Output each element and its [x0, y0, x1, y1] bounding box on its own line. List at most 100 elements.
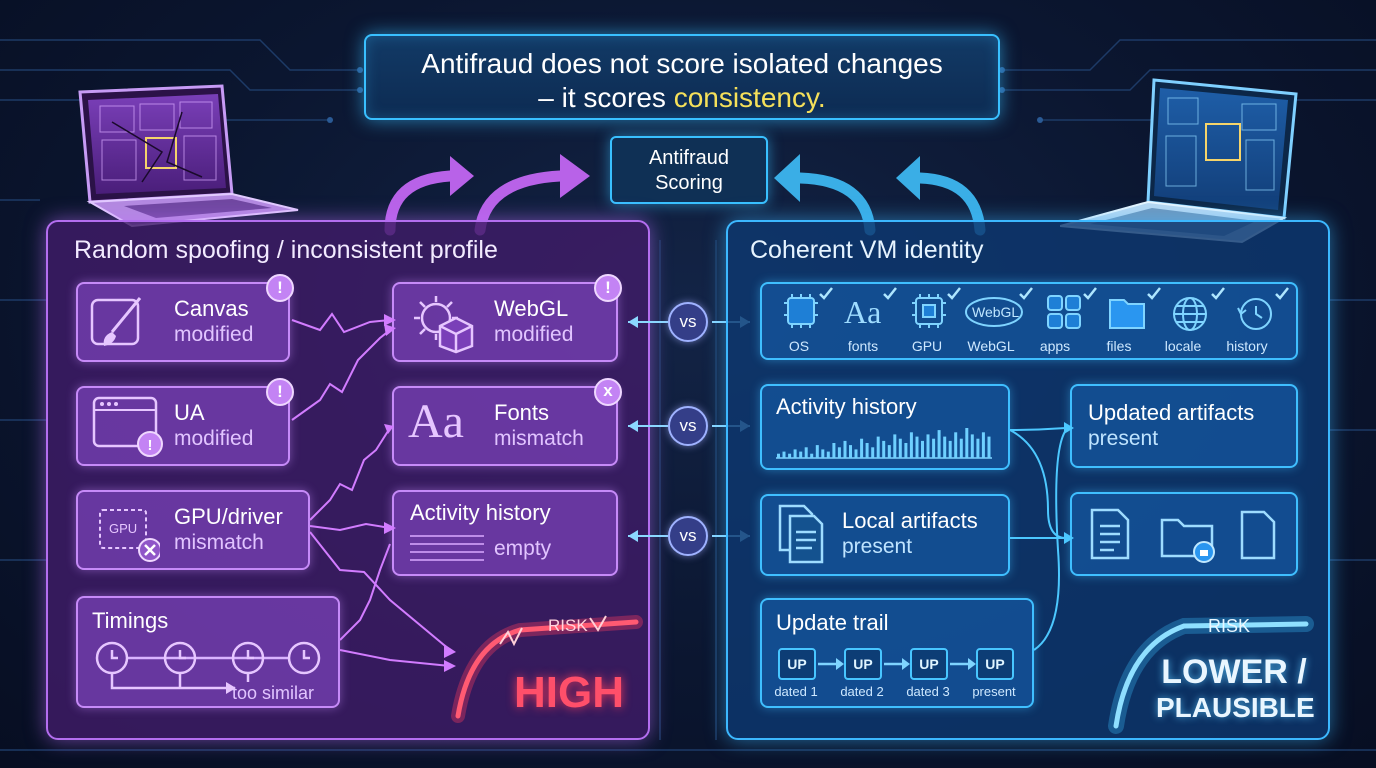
local-artifacts-title: Local artifacts [842, 508, 978, 533]
activity-bar [909, 432, 913, 458]
activity-bar [837, 447, 841, 458]
fonts-glyph-icon: Aa [408, 395, 464, 448]
activity-bar [777, 453, 780, 458]
timings-note: too similar [232, 683, 315, 703]
identity-icons-row [784, 287, 1289, 331]
activity-bar [826, 451, 830, 458]
right-risk-value: LOWER / PLAUSIBLE [1156, 654, 1315, 726]
icon-label-apps: apps [1039, 338, 1071, 354]
activity-bar [893, 434, 897, 458]
fonts-glyph-right-icon: Aa [844, 294, 882, 330]
identity-icons-strip [760, 282, 1298, 360]
artifact-files-icon [1090, 508, 1276, 563]
canvas-warning-icon: ! [266, 274, 294, 302]
activity-bar [788, 453, 792, 458]
activity-bar [849, 445, 852, 458]
activity-bar [904, 443, 908, 458]
activity-bar [987, 436, 991, 458]
right-risk-line-2: PLAUSIBLE [1156, 692, 1315, 723]
empty-chart-icon [410, 535, 484, 561]
gpu-chip-icon: GPU [90, 500, 160, 562]
activity-bar [954, 432, 958, 458]
headline-line-2: – it scores consistency. [366, 81, 998, 115]
headline-box: Antifraud does not score isolated change… [364, 34, 1000, 120]
update-trail-label-4: present [972, 684, 1016, 699]
ua-card [76, 386, 290, 466]
icon-label-gpu: GPU [911, 338, 943, 354]
activity-bar [865, 443, 869, 458]
update-badge-2-icon: UP [844, 648, 882, 680]
activity-bar [948, 440, 952, 458]
activity-bar [854, 449, 858, 458]
webgl-card [392, 282, 618, 362]
icon-label-os: OS [788, 338, 810, 354]
left-connectors [291, 312, 456, 672]
activity-bar [821, 449, 825, 458]
activity-bar [876, 436, 880, 458]
right-connectors [1009, 422, 1074, 651]
canvas-status: modified [174, 323, 254, 346]
fonts-card [392, 386, 618, 466]
activity-bar [860, 438, 864, 458]
right-activity-title: Activity history [776, 394, 917, 419]
timings-clocks-icon [95, 641, 321, 694]
webgl-status: modified [494, 323, 574, 346]
canvas-card [76, 282, 290, 362]
update-trail-label-1: dated 1 [774, 684, 818, 699]
activity-bar [932, 438, 936, 458]
lower-risk-gauge-icon [1108, 616, 1314, 734]
activity-bar [804, 447, 808, 458]
left-activity-status: empty [494, 537, 552, 560]
update-trail-title: Update trail [776, 610, 889, 635]
vs-badge-webgl: vs [668, 302, 708, 342]
activity-bar [926, 434, 930, 458]
activity-bar [815, 445, 819, 458]
vs-badge-fonts: vs [668, 406, 708, 446]
activity-bar [832, 443, 836, 458]
timings-title: Timings [92, 608, 169, 633]
scoring-line-1: Antifraud [648, 147, 730, 169]
webgl-warning-icon: ! [594, 274, 622, 302]
activity-bar [981, 432, 985, 458]
updated-artifacts-title: Updated artifacts [1088, 400, 1255, 425]
activity-bar [959, 438, 963, 458]
headline-line-2-prefix: – it scores [538, 82, 674, 113]
compromised-laptop-icon [78, 84, 299, 228]
gear-cube-icon [414, 296, 474, 354]
update-badge-3-icon: UP [910, 648, 948, 680]
ua-title: UA [174, 400, 205, 425]
fonts-status: mismatch [494, 427, 584, 450]
paintbrush-icon [90, 297, 142, 346]
updated-artifacts-status: present [1088, 427, 1159, 450]
icon-label-history: history [1226, 338, 1268, 354]
ua-warning-icon: ! [266, 378, 294, 406]
activity-bars-chart [776, 428, 992, 459]
webgl-logo-icon: WebGL [972, 304, 1020, 320]
update-trail-arrows [818, 658, 976, 670]
fonts-error-icon: x [594, 378, 622, 406]
gpu-card [76, 490, 310, 570]
icon-label-files: files [1106, 338, 1132, 354]
activity-bar [887, 445, 891, 458]
icon-label-webgl: WebGL [967, 338, 1015, 354]
update-trail-label-3: dated 3 [906, 684, 950, 699]
icon-label-locale: locale [1164, 338, 1202, 354]
activity-bar [793, 449, 797, 458]
fonts-title: Fonts [494, 400, 550, 425]
updated-artifacts-card [1070, 384, 1298, 468]
left-panel-title: Random spoofing / inconsistent profile [74, 236, 498, 264]
left-activity-card [392, 490, 618, 576]
antifraud-scoring-box: Antifraud Scoring [610, 136, 768, 204]
update-badge-4-icon: UP [976, 648, 1014, 680]
vs-badge-activity: vs [668, 516, 708, 556]
high-risk-gauge-icon [451, 615, 643, 723]
icon-label-fonts: fonts [847, 338, 879, 354]
left-risk-label: RISK [548, 616, 588, 635]
webgl-title: WebGL [494, 296, 569, 321]
right-risk-label: RISK [1208, 616, 1251, 636]
activity-bar [810, 453, 814, 458]
right-panel-title: Coherent VM identity [750, 236, 984, 264]
activity-bar [965, 428, 969, 458]
update-badge-1-icon: UP [778, 648, 816, 680]
update-trail-label-2: dated 2 [840, 684, 884, 699]
